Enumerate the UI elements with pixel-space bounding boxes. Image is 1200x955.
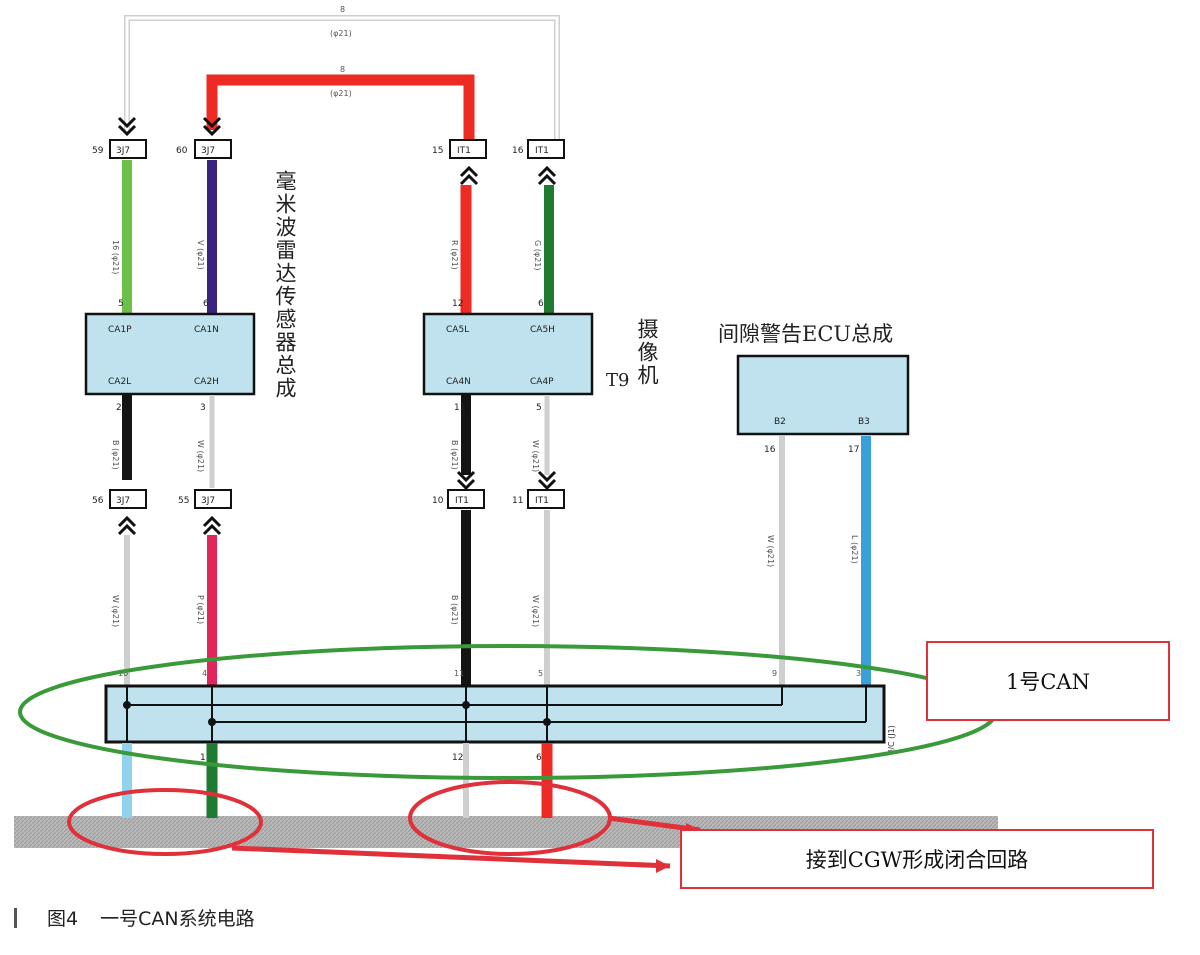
svg-text:3: 3 [200, 403, 206, 413]
svg-text:12: 12 [452, 299, 463, 309]
camera-module-box [422, 312, 594, 396]
connector-bottom: 3J7 56 3J7 55 IT1 10 IT1 11 [92, 489, 565, 509]
svg-text:6: 6 [536, 753, 542, 763]
junction-connector [104, 684, 886, 744]
svg-text:3J7: 3J7 [116, 146, 130, 156]
svg-text:(φ21): (φ21) [330, 29, 352, 38]
svg-text:IT1: IT1 [457, 146, 471, 156]
svg-text:16 (φ21): 16 (φ21) [111, 240, 120, 274]
camera-code-label: T9 [606, 370, 630, 391]
cgw-callout-box: 接到CGW形成闭合回路 [680, 829, 1154, 889]
figure-title: 一号CAN系统电路 [100, 908, 255, 930]
svg-text:59: 59 [92, 146, 104, 156]
svg-text:11: 11 [454, 669, 464, 678]
svg-text:(φ21): (φ21) [330, 89, 352, 98]
figure-caption: 图4 一号CAN系统电路 [14, 904, 255, 931]
svg-text:B (φ21): B (φ21) [450, 440, 459, 470]
svg-text:IT1: IT1 [535, 496, 549, 506]
caption-bar [14, 907, 17, 928]
svg-text:1: 1 [200, 753, 206, 763]
svg-text:CA4P: CA4P [530, 377, 554, 387]
radar-sensor-label: 毫米波雷达传感器总成 [273, 170, 297, 400]
clearance-ecu-box [736, 354, 910, 436]
svg-text:5: 5 [538, 669, 543, 678]
svg-text:11: 11 [454, 403, 465, 413]
svg-text:8: 8 [340, 5, 345, 14]
svg-text:W (φ21): W (φ21) [531, 595, 540, 627]
svg-text:W (φ21): W (φ21) [196, 440, 205, 472]
callout-arrow-left [231, 845, 671, 869]
svg-text:B2: B2 [774, 417, 786, 427]
svg-text:10: 10 [432, 496, 444, 506]
svg-text:CA1P: CA1P [108, 325, 132, 335]
can-callout-box: 1号CAN [926, 641, 1170, 721]
svg-text:3J7: 3J7 [201, 496, 215, 506]
svg-text:6: 6 [203, 299, 209, 309]
svg-text:CA1N: CA1N [194, 325, 219, 335]
svg-text:2: 2 [116, 403, 122, 413]
svg-text:3: 3 [856, 669, 861, 678]
svg-text:R (φ21): R (φ21) [450, 240, 459, 270]
svg-text:5: 5 [118, 299, 124, 309]
svg-text:L (φ21): L (φ21) [850, 535, 859, 564]
svg-text:12: 12 [452, 753, 463, 763]
can-callout-text: 1号CAN [1006, 670, 1090, 694]
chevron-icon [117, 470, 557, 536]
ground-highlight-left [67, 788, 263, 856]
svg-text:55: 55 [178, 496, 189, 506]
svg-text:9: 9 [772, 669, 777, 678]
svg-text:P (φ21): P (φ21) [196, 595, 205, 624]
svg-text:60: 60 [176, 146, 188, 156]
radar-module-box [84, 312, 256, 396]
svg-text:4: 4 [202, 669, 207, 678]
svg-text:11: 11 [512, 496, 523, 506]
svg-text:10: 10 [118, 669, 128, 678]
svg-text:CA2H: CA2H [194, 377, 219, 387]
svg-text:5: 5 [536, 403, 542, 413]
camera-label: 摄像机 [635, 318, 659, 387]
callout-arrow-right [607, 815, 701, 833]
clearance-ecu-label: 间隙警告ECU总成 [718, 322, 894, 346]
svg-text:W (φ21): W (φ21) [111, 595, 120, 627]
svg-text:CA2L: CA2L [108, 377, 131, 387]
figure-number: 图4 [47, 908, 79, 930]
chevron-icon [117, 116, 557, 186]
svg-text:CA5H: CA5H [530, 325, 555, 335]
svg-text:CA5L: CA5L [446, 325, 469, 335]
top-loop-red-wire [206, 74, 475, 140]
connector-top: 3J7 59 3J7 60 IT1 15 IT1 16 [92, 139, 565, 159]
svg-text:IT1: IT1 [535, 146, 549, 156]
svg-text:W (φ21): W (φ21) [766, 535, 775, 567]
svg-text:8: 8 [340, 65, 345, 74]
svg-text:15: 15 [432, 146, 443, 156]
svg-text:G (φ21): G (φ21) [533, 240, 542, 270]
svg-text:J/C (J1): J/C (J1) [887, 725, 896, 753]
svg-text:3J7: 3J7 [201, 146, 215, 156]
svg-text:17: 17 [848, 445, 859, 455]
svg-text:CA4N: CA4N [446, 377, 471, 387]
cgw-callout-text: 接到CGW形成闭合回路 [805, 848, 1029, 872]
svg-text:B3: B3 [858, 417, 870, 427]
svg-text:3J7: 3J7 [116, 496, 130, 506]
svg-text:56: 56 [92, 496, 104, 506]
svg-text:16: 16 [512, 146, 524, 156]
svg-text:W (φ21): W (φ21) [531, 440, 540, 472]
svg-text:B (φ21): B (φ21) [450, 595, 459, 625]
svg-text:B (φ21): B (φ21) [111, 440, 120, 470]
svg-text:6: 6 [538, 299, 544, 309]
svg-text:16: 16 [764, 445, 776, 455]
svg-text:IT1: IT1 [455, 496, 469, 506]
svg-text:V (φ21): V (φ21) [196, 240, 205, 270]
